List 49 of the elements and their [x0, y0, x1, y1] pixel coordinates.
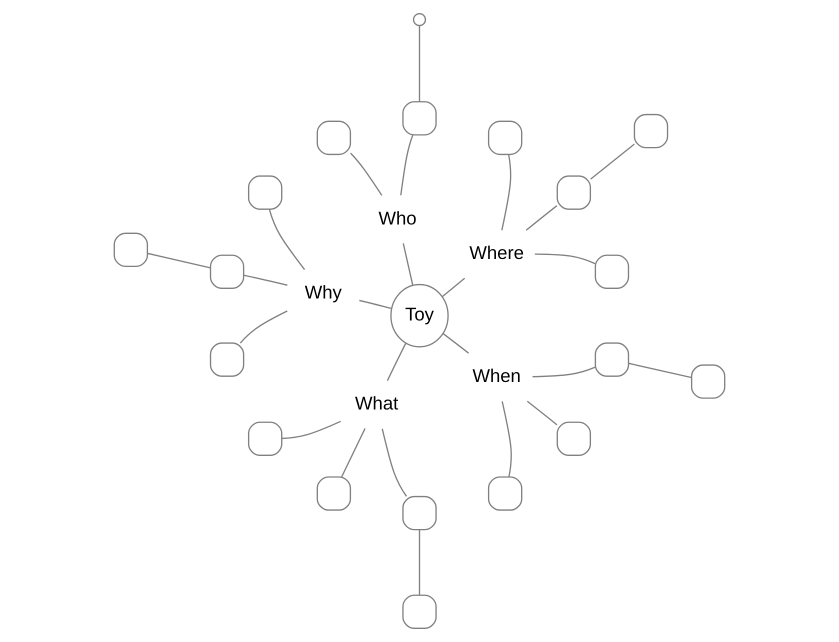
- connector: [341, 428, 366, 478]
- node-text: What: [355, 392, 398, 414]
- node-text: Who: [378, 207, 417, 228]
- node-box: [210, 342, 244, 377]
- connector: [501, 154, 512, 230]
- connector: [400, 134, 414, 196]
- node-text: When: [472, 365, 521, 386]
- node-box: [114, 232, 148, 268]
- connector: [442, 278, 466, 297]
- connector: [443, 333, 470, 354]
- connector: [359, 300, 392, 309]
- node-box: [402, 594, 437, 629]
- connector: [418, 26, 420, 102]
- node-box: [402, 496, 437, 530]
- connector: [418, 530, 420, 595]
- connector: [240, 310, 288, 344]
- connector: [526, 400, 558, 426]
- node-box: [594, 342, 630, 377]
- connector: [532, 366, 596, 378]
- node-text: Why: [304, 282, 342, 303]
- connector: [590, 144, 635, 180]
- node-box: [634, 114, 668, 148]
- node-circle: [412, 13, 426, 26]
- node-box: [488, 120, 522, 156]
- connector: [402, 243, 414, 286]
- node-box: [402, 101, 437, 136]
- node-box: [316, 476, 352, 511]
- connector: [350, 152, 382, 196]
- node-text: Where: [469, 242, 524, 264]
- node-box: [690, 364, 726, 399]
- connector: [148, 252, 211, 269]
- connector: [282, 420, 342, 440]
- connector: [534, 253, 596, 264]
- node-box: [488, 476, 522, 511]
- node-box: [556, 175, 592, 210]
- node-circle: Toy: [390, 284, 449, 348]
- connector: [502, 401, 512, 477]
- node-box: [248, 422, 282, 456]
- connector: [526, 205, 558, 231]
- connector: [268, 209, 306, 270]
- connector: [244, 274, 288, 286]
- connector: [382, 428, 408, 497]
- connector: [386, 343, 406, 381]
- connector: [628, 362, 692, 378]
- node-box: [210, 254, 244, 289]
- node-box: [556, 422, 592, 456]
- node-box: [594, 254, 630, 289]
- node-box: [248, 175, 282, 210]
- node-box: [316, 120, 352, 156]
